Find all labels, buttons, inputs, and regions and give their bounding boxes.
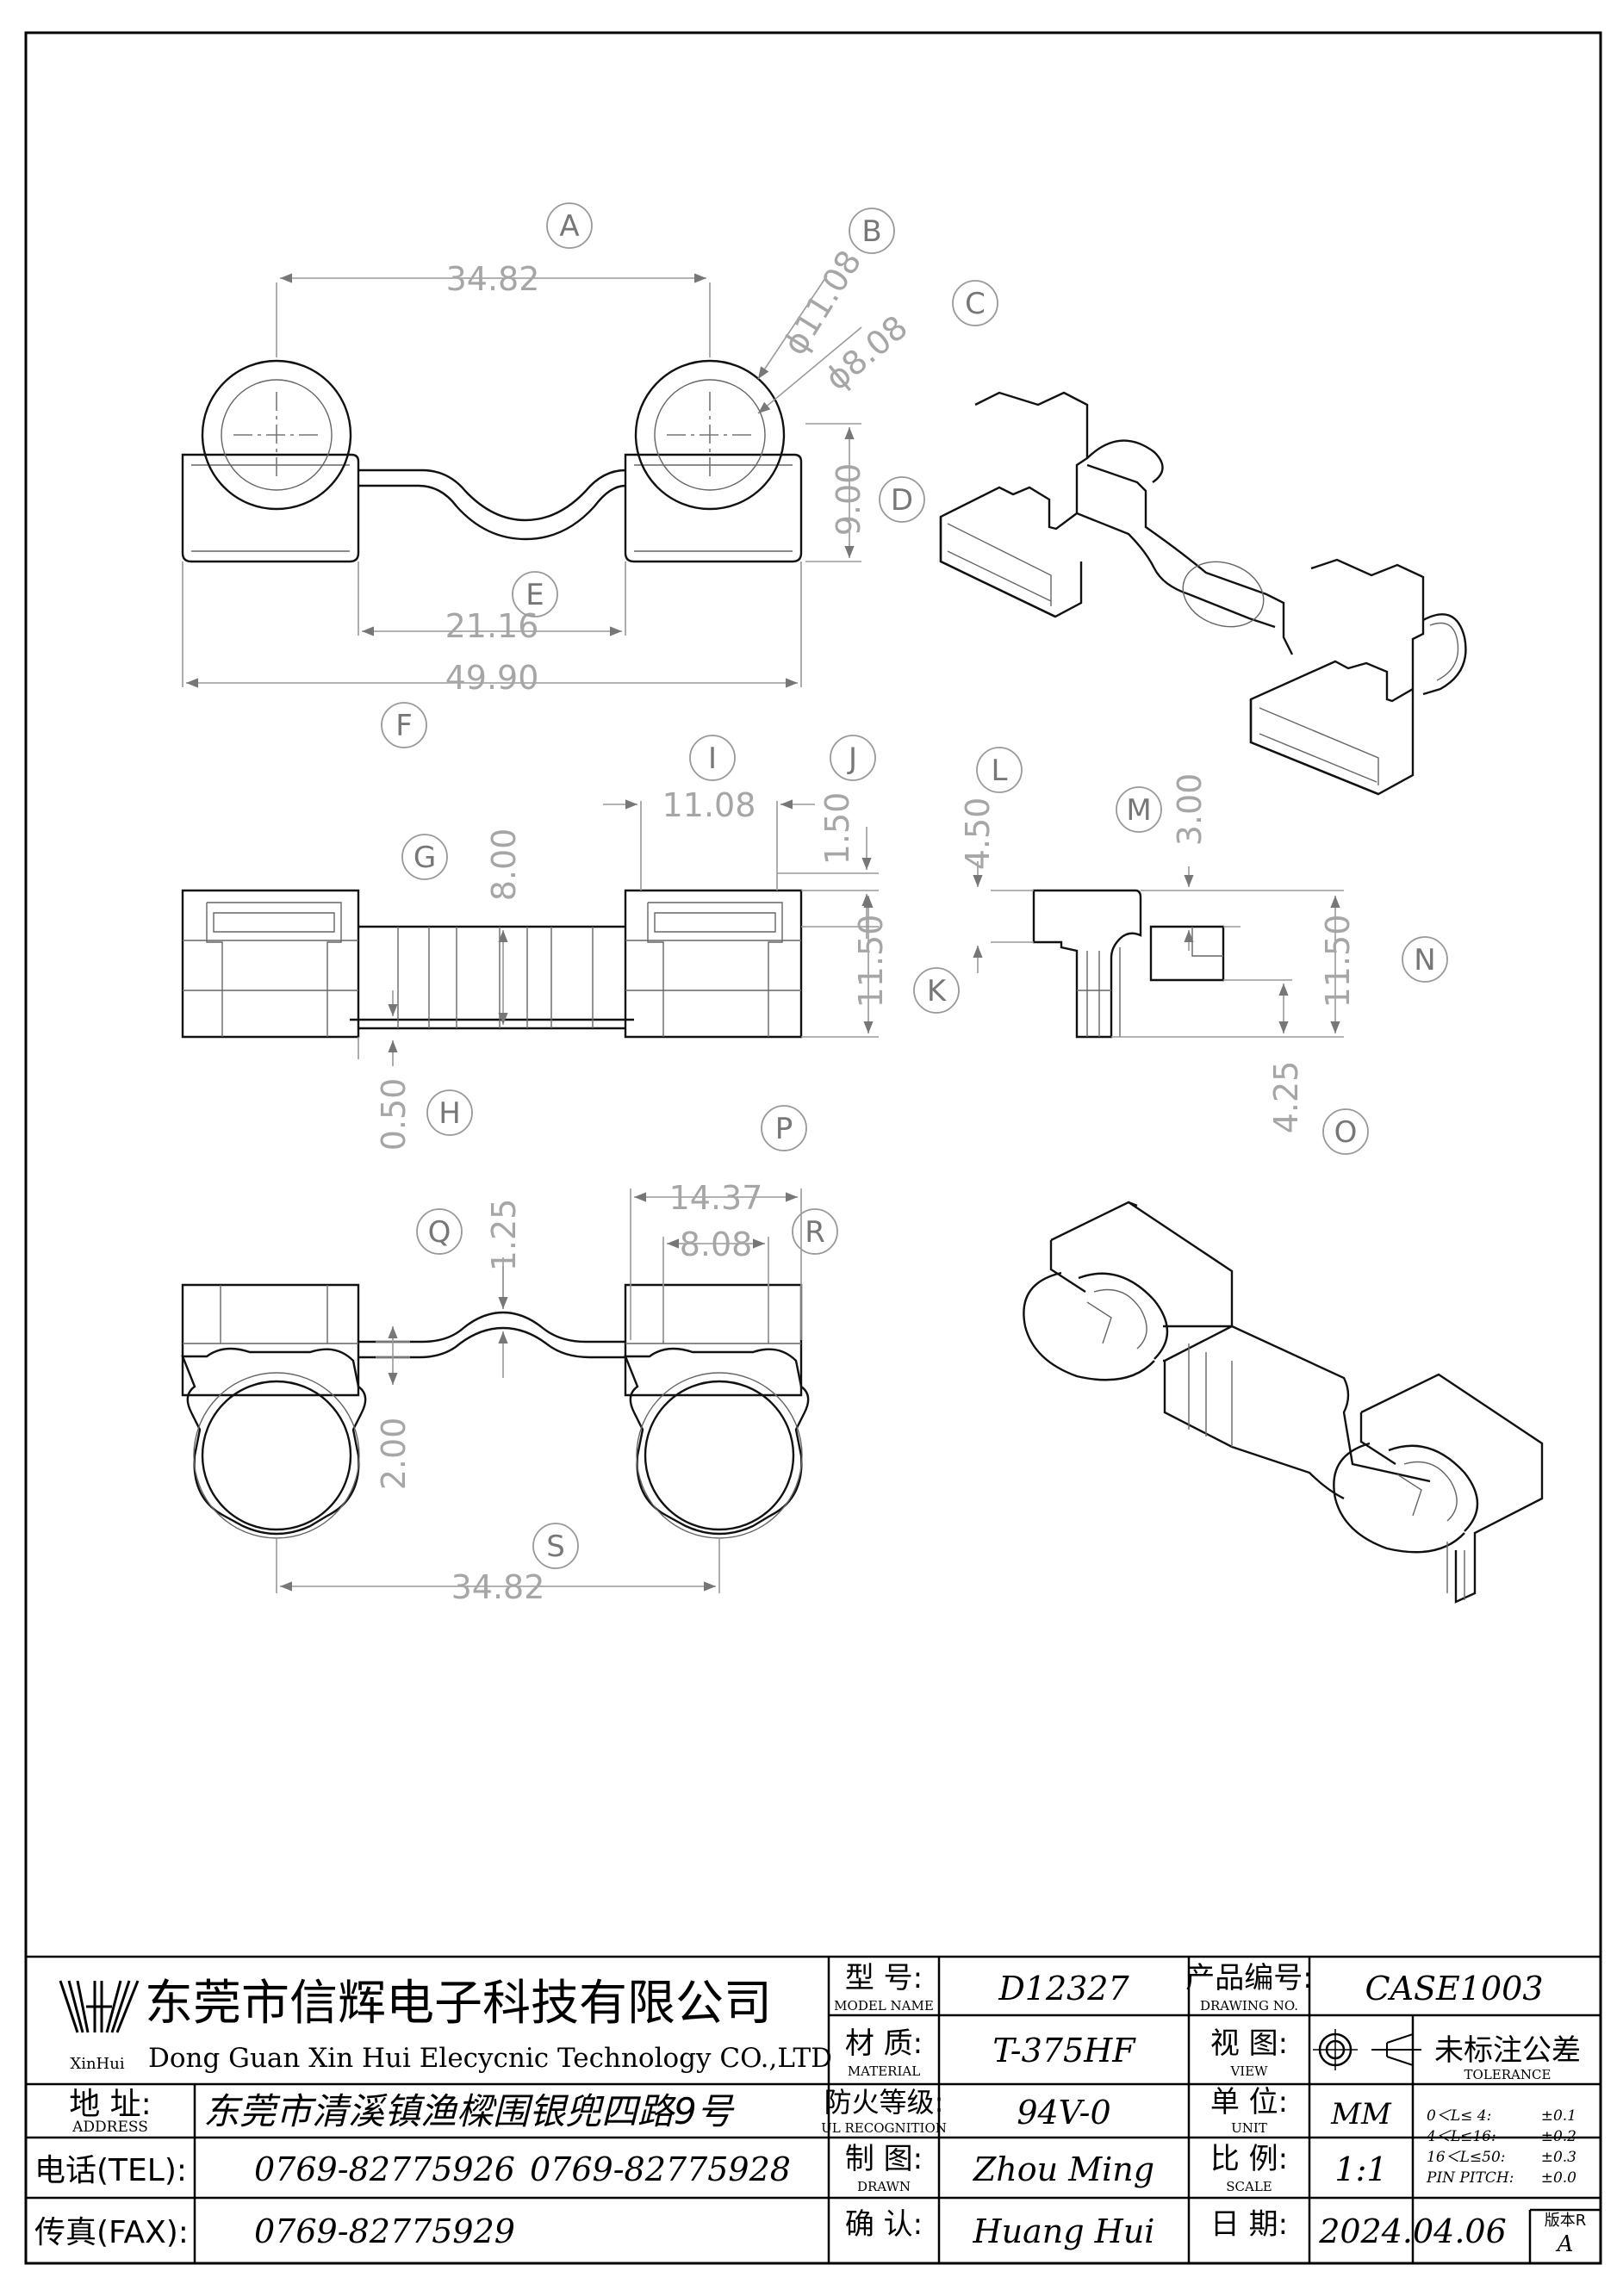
tel-label: 电话(TEL):	[34, 2153, 187, 2188]
callout-j: J	[847, 742, 857, 776]
callout-s: S	[546, 1530, 565, 1564]
title-block: XinHui 东莞市信辉电子科技有限公司 Dong Guan Xin Hui E…	[24, 1955, 1602, 2265]
front-view: 11.08 1.50 8.00 11.50 0.50 G H I J K	[181, 735, 960, 1151]
address-label: 地 址:	[69, 2087, 152, 2122]
callout-d: D	[891, 483, 913, 518]
callout-p: P	[775, 1112, 793, 1146]
fax-value: 0769-82775929	[254, 2212, 515, 2250]
dim-bottom-inner: 8.08	[680, 1226, 753, 1263]
drawing-no-label-en: DRAWING NO.	[1200, 1998, 1298, 2014]
dim-top-gap: 21.16	[445, 607, 539, 645]
fire-label: 防火等级:	[824, 2086, 944, 2119]
material-label: 材 质:	[845, 2026, 923, 2061]
drawing-no-value: CASE1003	[1365, 1970, 1544, 2007]
callout-o: O	[1334, 1115, 1358, 1150]
material-value: T-375HF	[992, 2032, 1136, 2070]
model-label: 型 号:	[845, 1961, 923, 1995]
dim-front-height-a: 8.00	[485, 828, 523, 902]
tolerance-value-1: ±0.1	[1541, 2107, 1576, 2125]
top-view: 34.82 21.16 49.90 9.00 ϕ11.08 ϕ8.08 A B …	[181, 202, 998, 748]
address-label-en: ADDRESS	[72, 2119, 148, 2136]
tolerance-label-en: TOLERANCE	[1464, 2067, 1551, 2082]
callout-q: Q	[428, 1215, 451, 1250]
dim-front-width: 11.08	[662, 786, 756, 824]
callout-c: C	[965, 287, 986, 321]
callout-n: N	[1414, 943, 1435, 977]
dim-top-pitch: 34.82	[446, 260, 540, 298]
version-label: 版本R	[1545, 2212, 1587, 2230]
dim-bottom-strap-t: 1.25	[485, 1199, 523, 1272]
dim-side-height: 11.50	[1319, 915, 1357, 1008]
fire-label-en: UL RECOGNITION	[821, 2120, 947, 2136]
company-logo: XinHui	[59, 1980, 140, 2073]
dim-top-height: 9.00	[830, 463, 867, 537]
drawn-label-en: DRAWN	[857, 2179, 911, 2194]
drawing-no-label: 产品编号:	[1185, 1961, 1312, 1995]
date-value: 2024.04.06	[1318, 2212, 1507, 2250]
unit-label: 单 位:	[1210, 2085, 1288, 2119]
date-label: 日 期:	[1210, 2207, 1288, 2242]
tel-value-1: 0769-82775926	[254, 2150, 515, 2188]
view-label: 视 图:	[1210, 2026, 1288, 2061]
callout-r: R	[805, 1215, 825, 1250]
drawn-value: Zhou Ming	[973, 2150, 1154, 2188]
dim-top-overall: 49.90	[445, 659, 539, 697]
callout-m: M	[1126, 793, 1151, 828]
company-name-cn: 东莞市信辉电子科技有限公司	[145, 1976, 772, 2032]
dim-front-height-b: 11.50	[852, 915, 890, 1008]
callout-k: K	[927, 974, 948, 1008]
tolerance-value-3: ±0.3	[1541, 2149, 1576, 2166]
callout-a: A	[559, 209, 579, 244]
version-value: A	[1556, 2231, 1574, 2257]
confirm-value: Huang Hui	[973, 2212, 1155, 2250]
dim-side-bottom: 4.25	[1267, 1061, 1305, 1134]
dim-bottom-strap-h: 2.00	[375, 1418, 413, 1491]
tolerance-range-3: 16＜L≤50:	[1427, 2149, 1506, 2166]
callout-l: L	[992, 754, 1008, 788]
material-label-en: MATERIAL	[848, 2063, 920, 2079]
tolerance-range-4: PIN PITCH:	[1426, 2169, 1514, 2187]
projection-symbol-icon	[1313, 2029, 1421, 2070]
company-name-en: Dong Guan Xin Hui Elecycnic Technology C…	[148, 2043, 832, 2074]
side-view: 4.50 3.00 11.50 4.25 L M N O	[959, 747, 1448, 1155]
fire-value: 94V-0	[1017, 2094, 1110, 2132]
model-label-en: MODEL NAME	[834, 1998, 934, 2014]
callout-h: H	[438, 1096, 461, 1131]
scale-value: 1:1	[1334, 2150, 1387, 2188]
dim-side-tab: 3.00	[1171, 773, 1209, 847]
callout-g: G	[414, 841, 436, 875]
dim-bottom-width: 14.37	[669, 1179, 763, 1217]
fax-label: 传真(FAX):	[34, 2215, 189, 2250]
confirm-label: 确 认:	[845, 2207, 923, 2242]
unit-value: MM	[1330, 2097, 1392, 2132]
tolerance-value-4: ±0.0	[1541, 2169, 1576, 2187]
address-value: 东莞市清溪镇渔樑围银兜四路9号	[203, 2090, 735, 2132]
tolerance-label: 未标注公差	[1434, 2033, 1581, 2068]
bottom-view: 14.37 8.08 34.82 1.25 2.00 P Q R S	[181, 1105, 838, 1606]
tolerance-value-2: ±0.2	[1541, 2128, 1576, 2145]
tel-value-2: 0769-82775928	[530, 2150, 791, 2188]
drawn-label: 制 图:	[845, 2142, 923, 2176]
callout-i: I	[708, 742, 717, 776]
view-label-en: VIEW	[1229, 2063, 1268, 2079]
callout-e: E	[525, 578, 544, 612]
tolerance-range-2: 4＜L≤16:	[1426, 2128, 1496, 2145]
scale-label: 比 例:	[1210, 2142, 1288, 2176]
tolerance-range-1: 0＜L≤ 4:	[1427, 2107, 1491, 2125]
callout-b: B	[861, 214, 881, 249]
scale-label-en: SCALE	[1226, 2179, 1272, 2194]
model-value: D12327	[998, 1970, 1129, 2007]
callout-f: F	[395, 709, 413, 743]
dim-side-top: 4.50	[959, 797, 997, 871]
dim-bottom-pitch: 34.82	[451, 1568, 545, 1606]
iso-view-upper	[939, 391, 1467, 796]
unit-label-en: UNIT	[1231, 2120, 1267, 2136]
dim-front-top-lip: 1.50	[818, 792, 856, 866]
logo-text: XinHui	[70, 2055, 124, 2073]
iso-view-lower	[1023, 1201, 1544, 1604]
dim-front-strap: 0.50	[375, 1078, 413, 1151]
